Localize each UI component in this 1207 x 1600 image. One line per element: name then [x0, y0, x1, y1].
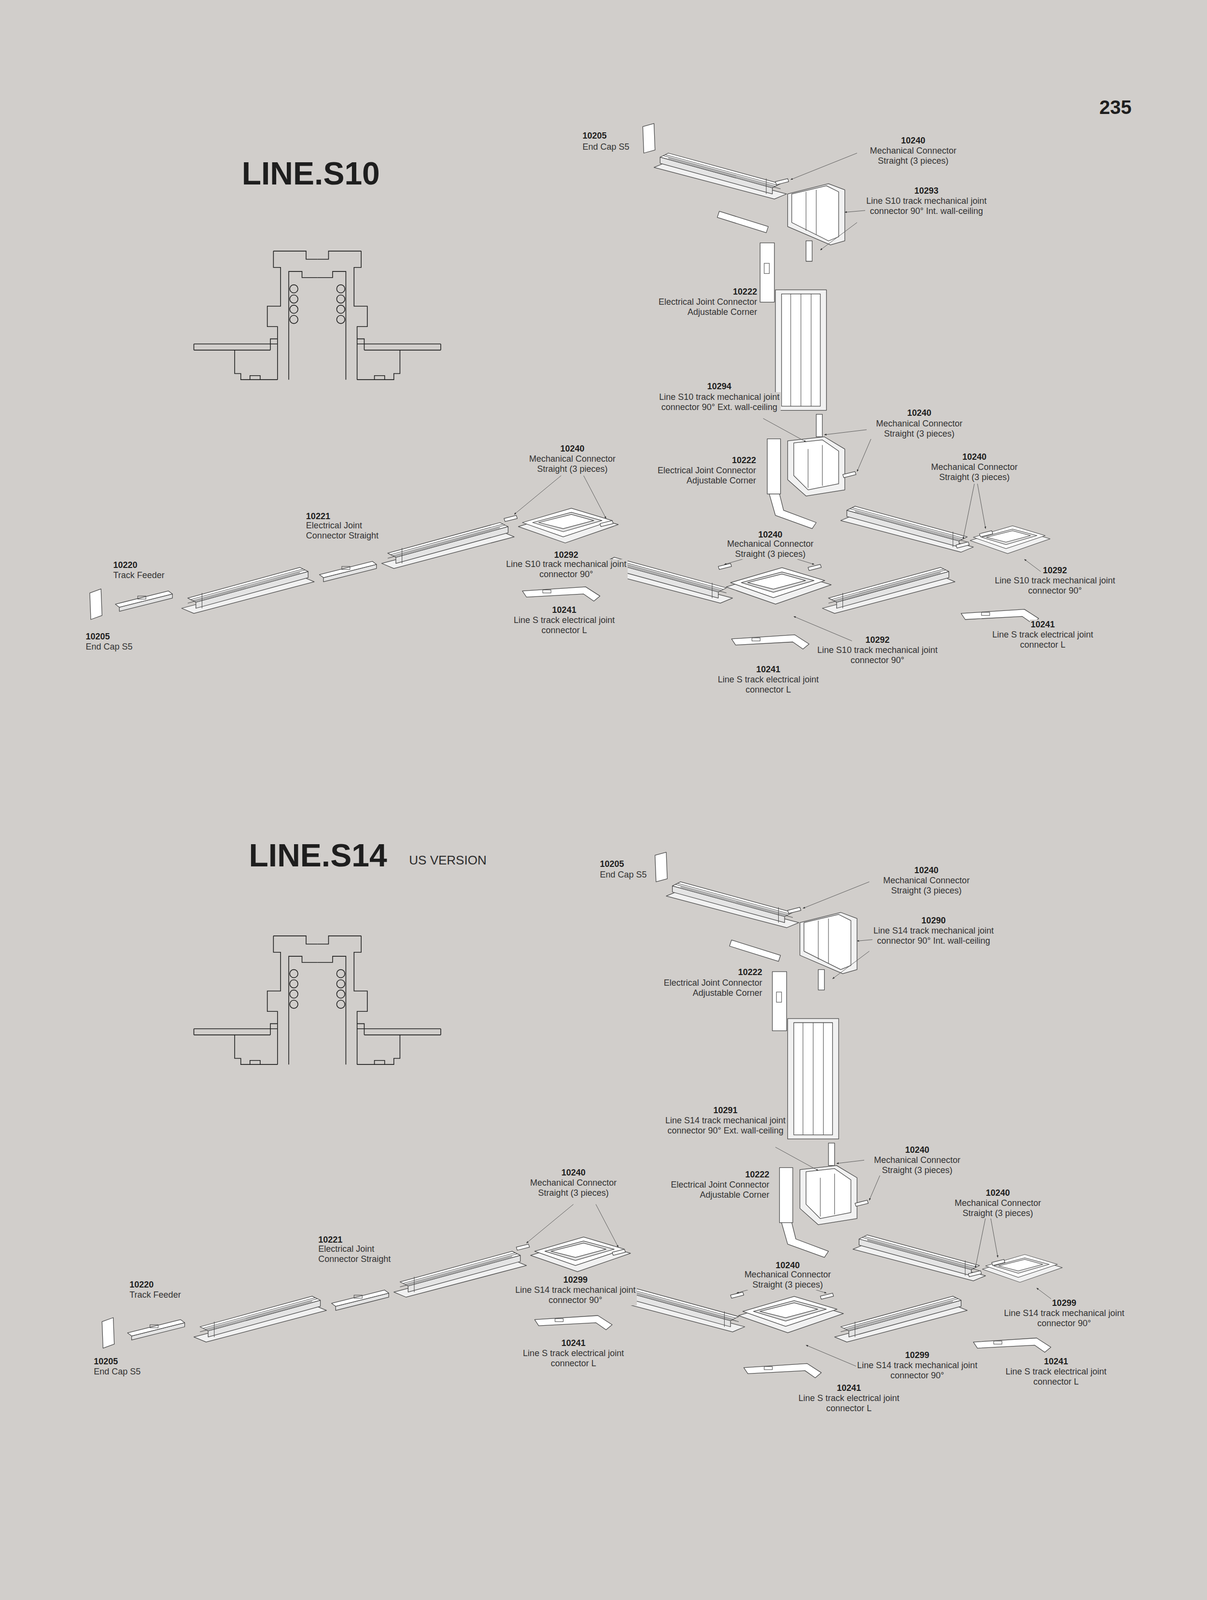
part-number: 10222 — [730, 455, 758, 466]
part-number: 10220 — [128, 1279, 155, 1290]
part-description: End Cap S5 — [598, 869, 648, 880]
part-number: 10240 — [757, 529, 784, 540]
part-description: Line S10 track mechanical joint connecto… — [658, 392, 781, 413]
part-number: 10240 — [984, 1187, 1011, 1198]
part-number: 10292 — [1041, 565, 1068, 576]
part-description: Mechanical Connector Straight (3 pieces) — [944, 1197, 1051, 1219]
part-number: 10220 — [112, 560, 139, 571]
part-description: Line S14 track mechanical joint connecto… — [514, 1284, 637, 1306]
part-description: Mechanical Connector Straight (3 pieces) — [866, 418, 973, 439]
version-note: US VERSION — [407, 852, 488, 868]
part-number: 10222 — [743, 1169, 771, 1180]
part-description: Line S track electrical joint connector … — [518, 1347, 629, 1369]
part-description: Electrical Joint Connector Straight — [317, 1243, 409, 1264]
part-number: 10241 — [551, 604, 578, 616]
track-profile — [194, 251, 441, 380]
part-number: 10240 — [913, 865, 940, 876]
part-description: Mechanical Connector Straight (3 pieces) — [519, 453, 626, 475]
part-number: 10299 — [562, 1274, 589, 1285]
part-number: 10240 — [899, 135, 927, 146]
part-description: Line S track electrical joint connector … — [1000, 1366, 1112, 1387]
part-description: Line S10 track mechanical joint connecto… — [505, 559, 628, 580]
part-description: Electrical Joint Connector Adjustable Co… — [645, 1179, 771, 1200]
part-number: 10222 — [731, 286, 758, 297]
part-number: 10205 — [92, 1356, 119, 1367]
part-number: 10205 — [581, 130, 608, 141]
part-number: 10292 — [553, 549, 580, 561]
part-number: 10240 — [559, 443, 586, 454]
part-description: Line S14 track mechanical joint connecto… — [664, 1115, 787, 1136]
part-number: 10299 — [904, 1349, 931, 1361]
part-description: End Cap S5 — [92, 1366, 142, 1377]
part-number: 10205 — [598, 858, 625, 870]
part-number: 10292 — [864, 634, 891, 646]
part-number: 10240 — [961, 451, 988, 463]
section-heading: LINE.S14 — [248, 837, 389, 873]
part-description: Line S track electrical joint connector … — [987, 629, 1098, 650]
part-number: 10291 — [712, 1105, 739, 1116]
part-number: 10205 — [84, 631, 111, 642]
part-description: Line S10 track mechanical joint connecto… — [993, 575, 1117, 596]
part-number: 10241 — [835, 1382, 862, 1393]
part-number: 10240 — [906, 407, 933, 419]
part-number: 10241 — [1042, 1356, 1069, 1367]
part-number: 10240 — [774, 1260, 801, 1271]
part-description: Mechanical Connector Straight (3 pieces) — [864, 1154, 970, 1176]
part-number: 10294 — [706, 381, 733, 392]
part-description: End Cap S5 — [581, 141, 631, 153]
part-description: Line S track electrical joint connector … — [508, 615, 620, 636]
part-description: Line S track electrical joint connector … — [793, 1392, 905, 1414]
track-profile — [194, 935, 441, 1065]
part-number: 10241 — [560, 1337, 587, 1348]
part-number: 10241 — [1029, 619, 1056, 630]
part-description: Electrical Joint Connector Adjustable Co… — [638, 977, 764, 998]
part-description: Line S track electrical joint connector … — [713, 674, 824, 695]
track-assembly — [101, 852, 1063, 1378]
part-description: Electrical Joint Connector Adjustable Co… — [631, 465, 758, 486]
part-description: Electrical Joint Connector Straight — [305, 520, 397, 541]
part-description: Track Feeder — [112, 570, 166, 581]
part-number: 10241 — [755, 664, 782, 675]
part-description: Mechanical Connector Straight (3 pieces) — [921, 462, 1028, 483]
part-number: 10221 — [305, 511, 332, 522]
track-assembly — [89, 123, 1051, 649]
part-description: Mechanical Connector Straight (3 pieces) — [873, 875, 980, 896]
part-number: 10240 — [904, 1144, 931, 1155]
part-description: Line S14 track mechanical joint connecto… — [1002, 1307, 1126, 1329]
part-description: Mechanical Connector Straight (3 pieces) — [734, 1269, 841, 1290]
page-number: 235 — [1098, 96, 1133, 119]
part-number: 10221 — [317, 1234, 344, 1245]
part-description: Line S14 track mechanical joint connecto… — [872, 925, 996, 946]
part-number: 10222 — [737, 967, 764, 978]
part-number: 10240 — [560, 1167, 587, 1178]
part-description: End Cap S5 — [84, 641, 134, 652]
part-number: 10299 — [1051, 1297, 1078, 1308]
part-description: Line S10 track mechanical joint connecto… — [815, 645, 939, 666]
part-description: Mechanical Connector Straight (3 pieces) — [717, 538, 824, 560]
part-number: 10290 — [920, 915, 947, 926]
part-number: 10293 — [913, 185, 940, 197]
part-description: Mechanical Connector Straight (3 pieces) — [520, 1177, 627, 1198]
part-description: Line S10 track mechanical joint connecto… — [865, 196, 988, 217]
part-description: Mechanical Connector Straight (3 pieces) — [860, 145, 967, 167]
part-description: Line S14 track mechanical joint connecto… — [856, 1360, 979, 1381]
section-title: LINE.S10 — [240, 155, 381, 192]
part-description: Track Feeder — [128, 1289, 182, 1300]
part-description: Electrical Joint Connector Adjustable Co… — [632, 296, 758, 318]
